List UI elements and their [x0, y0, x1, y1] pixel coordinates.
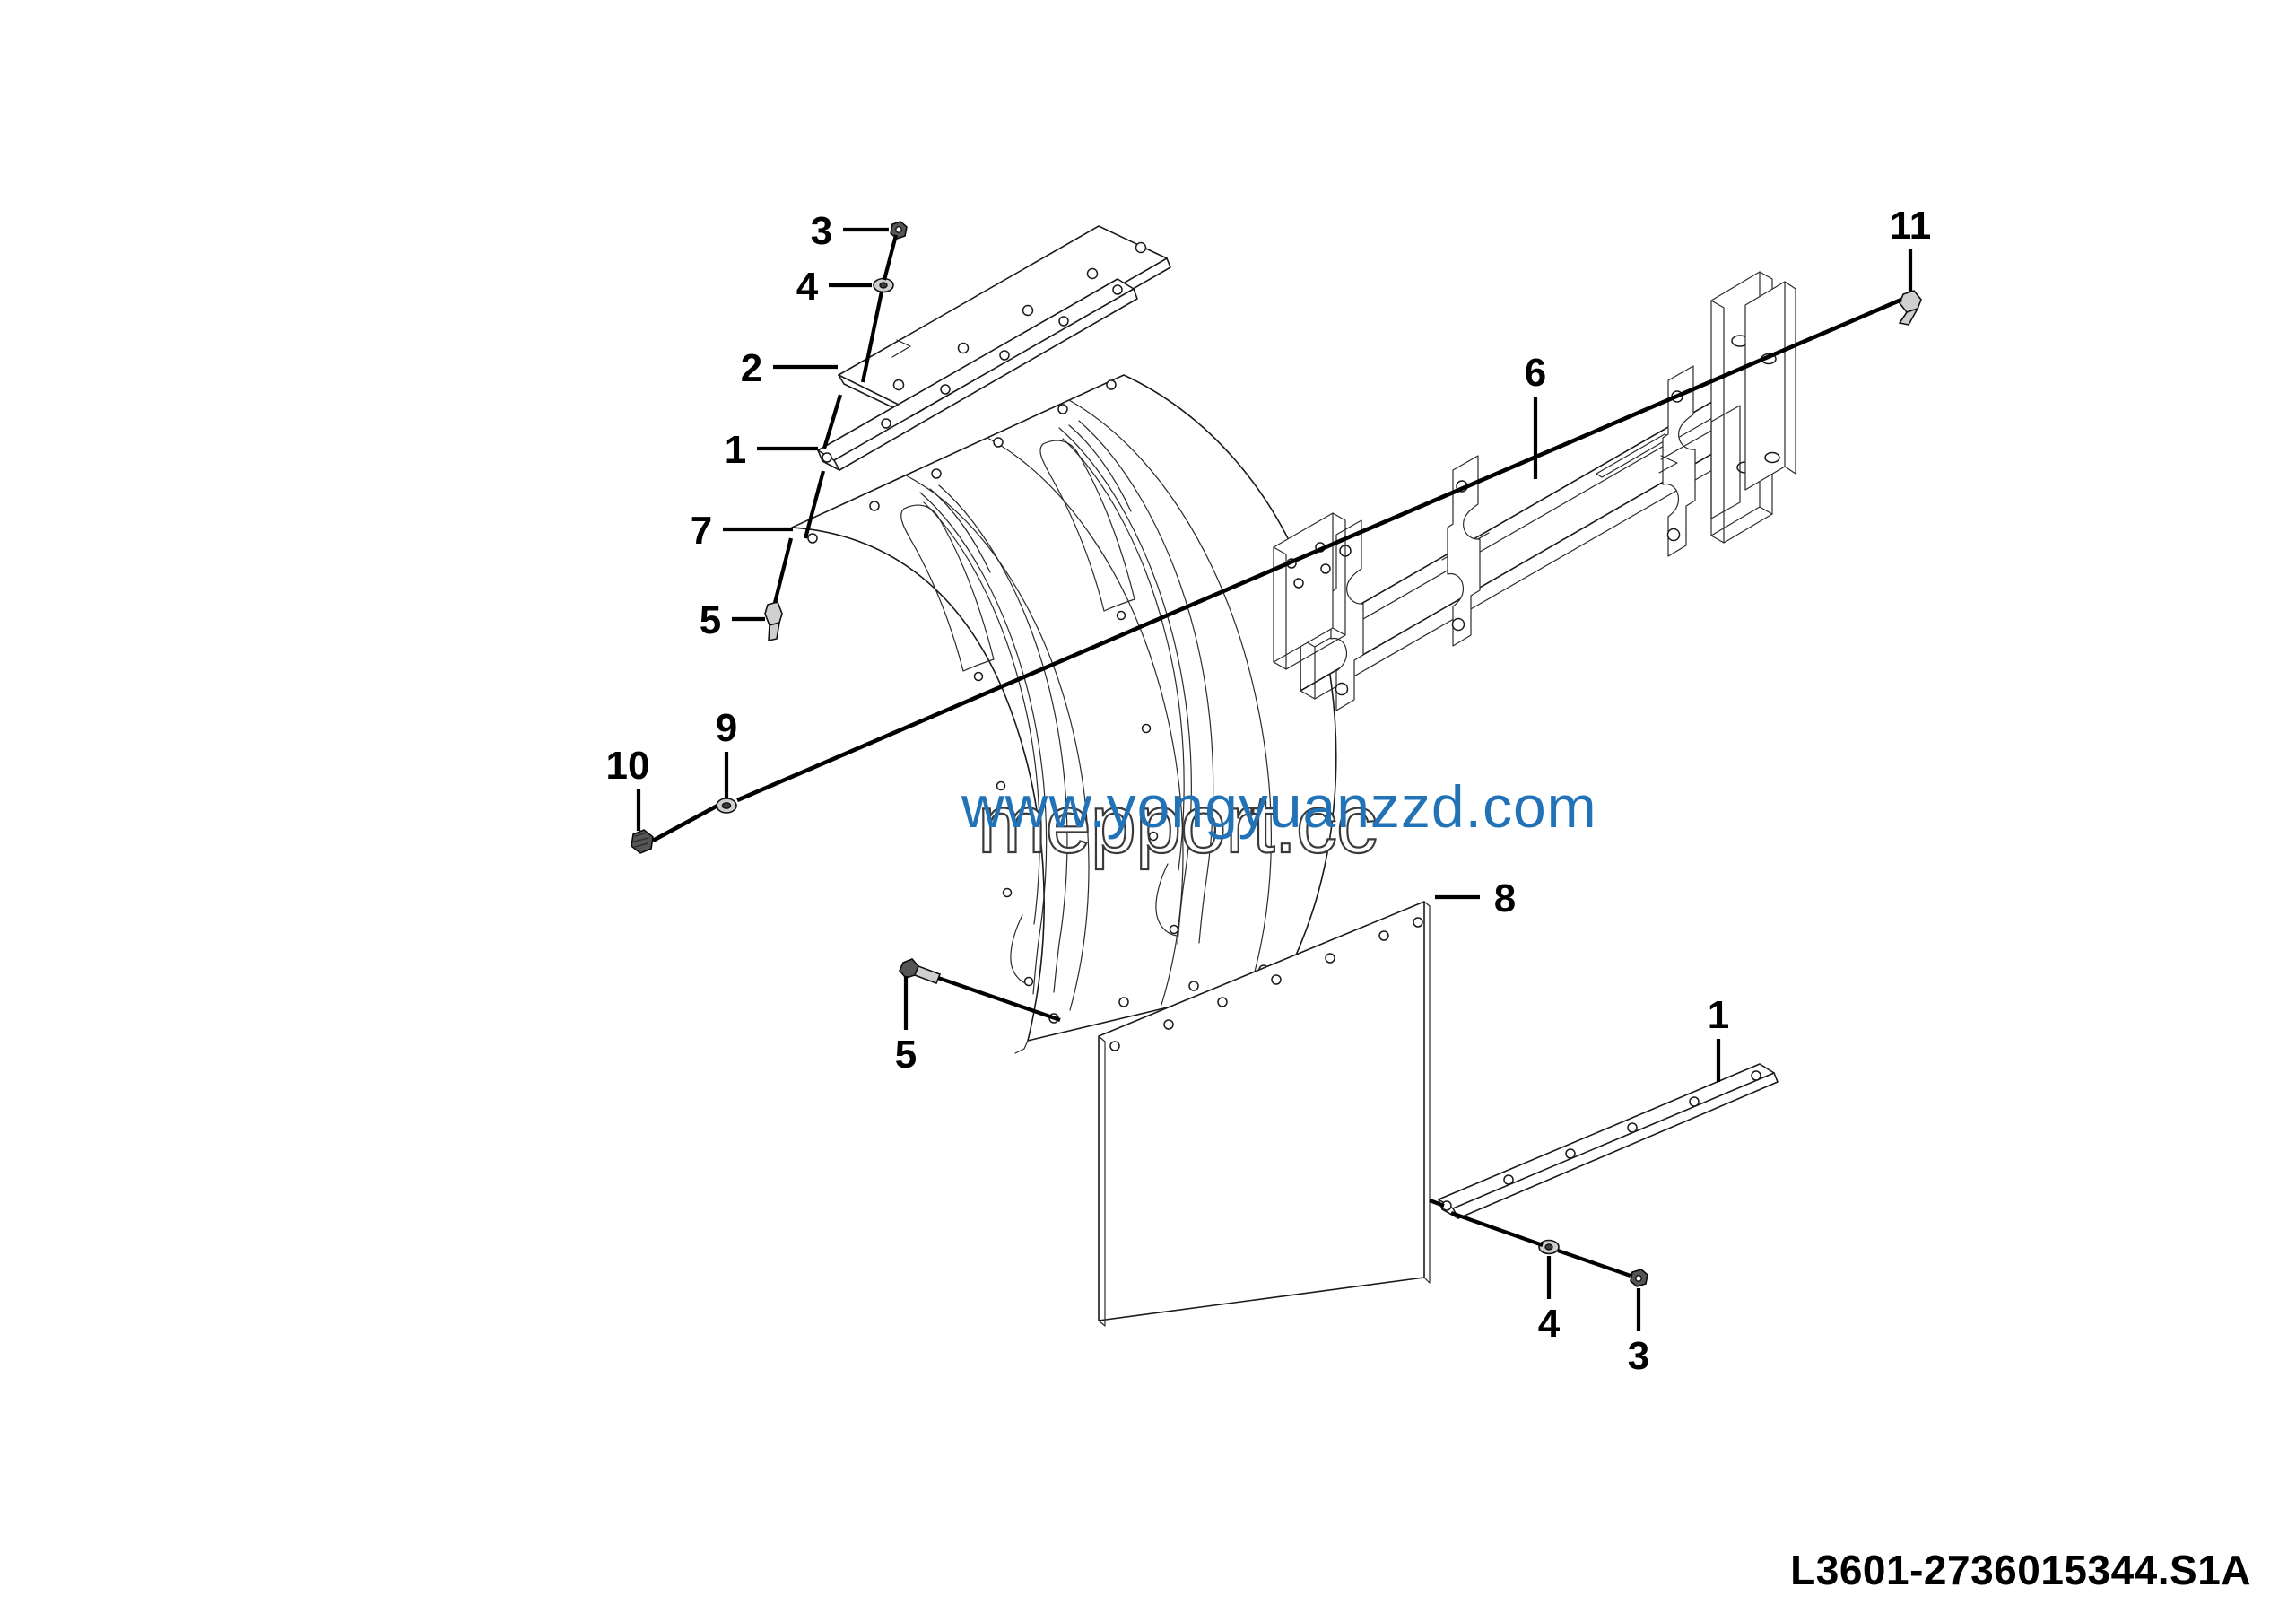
watermark-layer: mepport.cc www.yongyuanzzd.com [961, 773, 1597, 871]
callout-5-bottom[interactable]: 5 [895, 976, 917, 1077]
callout-label: 10 [606, 744, 650, 788]
callout-11[interactable]: 11 [1890, 204, 1932, 292]
part-9-washer [716, 798, 737, 814]
part-3-hex-nut-top [890, 221, 908, 240]
part-10-hex-bolt [631, 829, 654, 854]
callout-5-left[interactable]: 5 [700, 598, 765, 642]
part-2-mud-flap-upper-plate [838, 225, 1171, 417]
part-5-bolt-left [764, 601, 783, 642]
part-6-mounting-bracket-assembly [1273, 271, 1796, 711]
callout-3-bottom[interactable]: 3 [1628, 1288, 1649, 1378]
callout-label: 6 [1525, 351, 1546, 395]
callout-label: 9 [716, 706, 737, 750]
callout-label: 8 [1494, 876, 1516, 920]
callout-label: 5 [895, 1033, 917, 1077]
fender-rib-left [900, 484, 1068, 995]
callout-label: 2 [741, 346, 762, 390]
part-1-clamp-strip-top [817, 278, 1138, 471]
callout-label: 1 [1708, 993, 1729, 1037]
callout-3-top[interactable]: 3 [811, 209, 889, 253]
callout-1-bottom[interactable]: 1 [1708, 993, 1729, 1082]
part-8-mud-flap-panel [1098, 901, 1431, 1327]
callout-label: 1 [725, 428, 746, 472]
callout-layer: 3 4 2 1 7 5 10 [606, 204, 1932, 1378]
callout-7[interactable]: 7 [691, 509, 793, 553]
part-5-bolt-bottom [899, 958, 942, 985]
callout-1-top[interactable]: 1 [725, 428, 818, 472]
callout-8[interactable]: 8 [1435, 876, 1516, 920]
part-4-flat-washer-bottom [1538, 1239, 1560, 1255]
callout-label: 4 [796, 265, 819, 309]
callout-6[interactable]: 6 [1525, 351, 1546, 479]
callout-9[interactable]: 9 [716, 706, 737, 798]
callout-2[interactable]: 2 [741, 346, 838, 390]
callout-label: 4 [1538, 1302, 1561, 1346]
callout-label: 11 [1890, 204, 1932, 248]
part-7-fender-panel [791, 374, 1337, 1054]
callout-label: 7 [691, 509, 712, 553]
part-11-pin [1898, 290, 1922, 326]
fender-rib-right [1039, 420, 1214, 945]
callout-10[interactable]: 10 [606, 744, 650, 831]
watermark-primary: www.yongyuanzzd.com [961, 773, 1597, 840]
callout-label: 5 [700, 598, 721, 642]
part-1-clamp-strip-bottom [1438, 1063, 1779, 1219]
callout-4-bottom[interactable]: 4 [1538, 1256, 1561, 1346]
drawing-code-label: L3601-2736015344.S1A [1790, 1547, 2251, 1593]
callout-label: 3 [811, 209, 832, 253]
callout-4-top[interactable]: 4 [796, 265, 872, 309]
callout-label: 3 [1628, 1334, 1649, 1378]
watermark-secondary: mepport.cc [978, 779, 1377, 870]
part-4-flat-washer-top [873, 277, 894, 293]
assembly-guide-lines [651, 234, 1902, 1278]
part-3-hex-nut-bottom [1630, 1269, 1648, 1287]
